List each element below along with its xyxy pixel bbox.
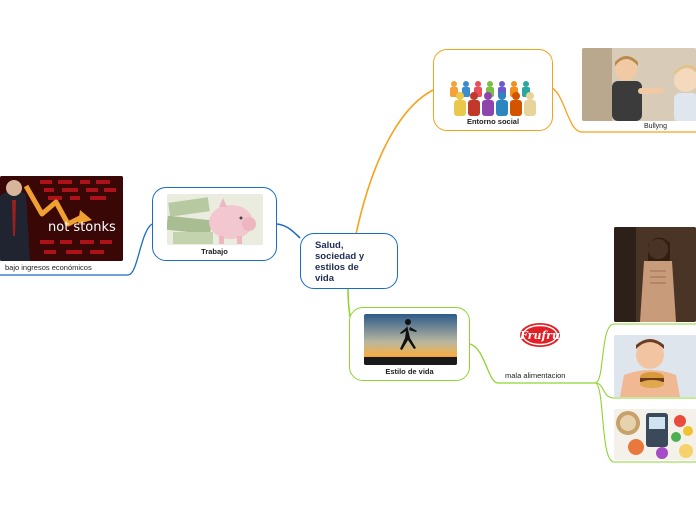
frufru-logo: Frufru <box>519 322 561 348</box>
trabajo-label: Trabajo <box>201 247 228 256</box>
connector-estilo-mala <box>469 343 595 384</box>
bullying-image[interactable] <box>582 48 696 121</box>
trabajo-node[interactable]: Trabajo <box>152 187 277 261</box>
piggy-bank-image <box>167 194 263 245</box>
thin-person-image[interactable] <box>614 227 696 322</box>
connector-mala-img3 <box>594 382 696 463</box>
entorno-social-node[interactable]: Entorno social <box>433 49 553 131</box>
root-node[interactable]: Salud, sociedad y estilos de vida <box>300 233 398 289</box>
connector-root-trabajo <box>276 223 301 239</box>
connector-mala-img2 <box>594 382 696 399</box>
connector-trabajo-ingresos <box>0 223 153 276</box>
connector-mala-img1 <box>594 323 696 384</box>
connector-entorno-bullyng <box>551 87 696 133</box>
estilo-de-vida-label: Estilo de vida <box>385 367 434 376</box>
crowd-people-image <box>448 76 538 116</box>
frufru-logo-text: Frufru <box>519 329 560 342</box>
mala-alimentacion-label[interactable]: mala alimentacion <box>505 371 566 380</box>
estilo-de-vida-node[interactable]: Estilo de vida <box>349 307 470 381</box>
not-stonks-image[interactable]: not stonks <box>0 176 123 261</box>
bajo-ingresos-label[interactable]: bajo ingresos económicos <box>5 263 92 272</box>
bullyng-label[interactable]: Bullyng <box>644 123 667 130</box>
junk-food-diabetes-image[interactable] <box>614 409 696 460</box>
runner-sunset-image <box>364 314 457 365</box>
connector-root-entorno <box>355 89 434 235</box>
root-label: Salud, sociedad y estilos de vida <box>315 240 365 284</box>
entorno-social-label: Entorno social <box>466 117 520 126</box>
not-stonks-caption: not stonks <box>48 220 116 235</box>
child-eating-burger-image[interactable] <box>614 335 696 397</box>
